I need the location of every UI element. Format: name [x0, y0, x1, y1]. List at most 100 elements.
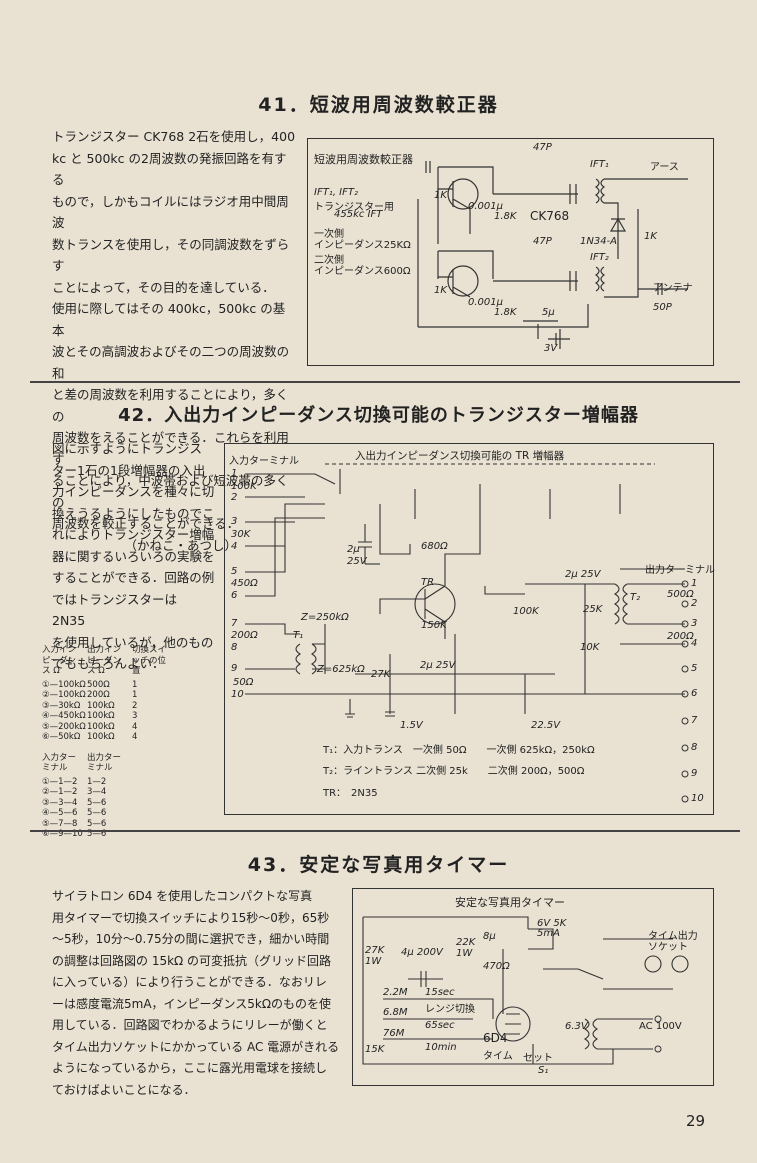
resistor-label: 200Ω	[231, 630, 258, 641]
terminal-number: 4	[231, 541, 238, 552]
diagram-title: 安定な写真用タイマー	[455, 896, 565, 909]
text-line: 周波数をえることができる．これらを利用す	[52, 430, 289, 467]
terminal-number: 7	[231, 618, 238, 629]
section-41-title: 41．短波用周波数較正器	[258, 94, 499, 116]
capacitor-label: 4μ 200V	[401, 947, 443, 958]
table-cell: 1	[132, 679, 138, 690]
page-number: 29	[686, 1112, 706, 1130]
table-cell: 4	[132, 732, 138, 742]
table-cell: 5—6	[87, 818, 107, 829]
terminal-number: 10	[691, 793, 704, 804]
resistor-label: 27K	[371, 669, 391, 680]
table-header: 入力イン ピーダン ス Ω	[42, 645, 77, 676]
resistor-label: 680Ω	[421, 541, 448, 552]
terminal-number: 6	[691, 688, 698, 699]
time-label: 10min	[425, 1042, 457, 1053]
terminal-number: 5	[691, 663, 698, 674]
text-line: 用している．回路図でわかるようにリレーが働くと	[52, 1018, 328, 1032]
time-switch-label: タイム	[483, 1051, 513, 1062]
socket-label: タイム出力 ソケット	[648, 931, 698, 953]
text-line: れによりトランジスター増幅	[52, 527, 215, 542]
note: 二次側	[314, 255, 344, 266]
divider	[30, 381, 740, 383]
table-cell: ①—1—2	[42, 776, 78, 787]
terminal-number: 9	[691, 768, 698, 779]
ac-label: AC 100V	[639, 1021, 682, 1032]
note: 一次側	[314, 229, 344, 240]
text-line: 数トランスを使用し，その同調波数をずらす	[52, 236, 290, 274]
capacitor-label: 25V	[347, 556, 367, 567]
terminal-number: 10	[231, 689, 244, 700]
table-cell: 100kΩ	[87, 721, 115, 732]
table-cell: 4	[132, 721, 138, 732]
table-header: 切換スイ ッチの位 置	[132, 645, 167, 676]
resistor-label: 150K	[421, 620, 447, 631]
table-cell: ②—1—2	[42, 787, 78, 797]
text-line: と差の周波数を利用することにより，多くの	[52, 387, 289, 424]
text-line: ようになっているから，ここに露光用電球を接続し	[52, 1061, 328, 1075]
capacitor-label: 0.001μ	[468, 297, 503, 308]
text-line: 図に示すようにトランジス	[52, 441, 203, 456]
terminal-number: 3	[691, 618, 698, 629]
note: インピーダンス25KΩ	[314, 240, 411, 251]
text-line: サイラトロン 6D4 を使用したコンパクトな写真	[52, 889, 313, 903]
table-cell: ⑥—50kΩ	[42, 732, 81, 742]
table-cell: 5—6	[87, 808, 107, 818]
note: インピーダンス600Ω	[314, 266, 411, 277]
text-line: ことによって，その目的を達している．	[52, 279, 275, 295]
table-cell: ④—450kΩ	[42, 711, 86, 721]
capacitor-label: 2μ 25V	[565, 569, 601, 580]
time-label: 15sec	[425, 987, 455, 998]
resistor-label: 1K	[644, 231, 657, 242]
table-cell: ②—100kΩ	[42, 690, 86, 700]
antenna-label: アンテナ	[653, 283, 693, 294]
terminal-number: 2	[231, 492, 238, 503]
text-line: トランジスター CK768 2石を使用し，400	[52, 129, 296, 144]
voltage-label: 22.5V	[531, 720, 561, 731]
resistor-label: 50Ω	[233, 677, 254, 688]
text-line: することができる．回路の例	[52, 570, 215, 585]
text-line: 使用に際してはその 400kc，500kc の基本	[52, 301, 286, 338]
capacitor-label: 47P	[533, 142, 552, 153]
capacitor-label: 2μ	[347, 544, 360, 555]
section-42-text: 図に示すようにトランジス ター1石の1段増幅器の入出 力インピーダンスを種々に切…	[52, 438, 222, 675]
terminal-number: 1	[691, 578, 698, 589]
resistor-label: 470Ω	[483, 961, 510, 972]
circuit-42-wires	[245, 463, 689, 803]
text-line: 波とその高調波およびその二つの周波数の和	[52, 344, 290, 381]
terminal-number: 6	[231, 590, 238, 601]
resistor-label: 27K 1W	[365, 945, 385, 967]
resistor-label: 6.8M	[383, 1007, 408, 1018]
table-cell: ⑤—7—8	[42, 818, 78, 829]
diagram-title: 入出力インピーダンス切換可能の TR 増幅器	[355, 450, 565, 462]
battery-label: 3V	[544, 343, 558, 354]
table-header: 出力ター ミナル	[87, 752, 122, 774]
diagram-title: 短波用周波数較正器	[314, 153, 413, 166]
text-line: ではトランジスターは 2N35	[52, 591, 190, 629]
table-cell: 5—6	[87, 829, 107, 839]
text-line: 換えうるようにしたものでこ	[52, 505, 215, 521]
voltage-label: 6.3V	[565, 1021, 588, 1032]
table-cell: 100kΩ	[87, 700, 115, 711]
table-cell: 3	[132, 711, 138, 721]
table-cell: 1—2	[87, 776, 107, 787]
text-line: でももちろんよい．	[52, 656, 165, 671]
table-cell: ③—3—4	[42, 797, 78, 808]
voltage-label: 1.5V	[400, 720, 423, 731]
transistor-label: TR	[421, 577, 435, 588]
impedance-label: Z=625kΩ	[317, 664, 365, 675]
legend-line: TR： 2N35	[323, 788, 378, 799]
impedance-label: Z=250kΩ	[301, 612, 349, 623]
text-line: 用タイマーで切換スイッチにより15秒～0秒，65秒	[52, 910, 330, 925]
table-cell: 2	[132, 700, 138, 711]
terminal-number: 3	[231, 516, 238, 527]
table-cell: 5—6	[87, 797, 107, 808]
capacitor-label: 50P	[653, 302, 672, 313]
section-41-text: トランジスター CK768 2石を使用し，400 kc と 500kc の2周波…	[52, 126, 297, 556]
range-switch-label: レンジ切換	[425, 1004, 475, 1015]
resistor-label: 1K	[434, 190, 447, 201]
